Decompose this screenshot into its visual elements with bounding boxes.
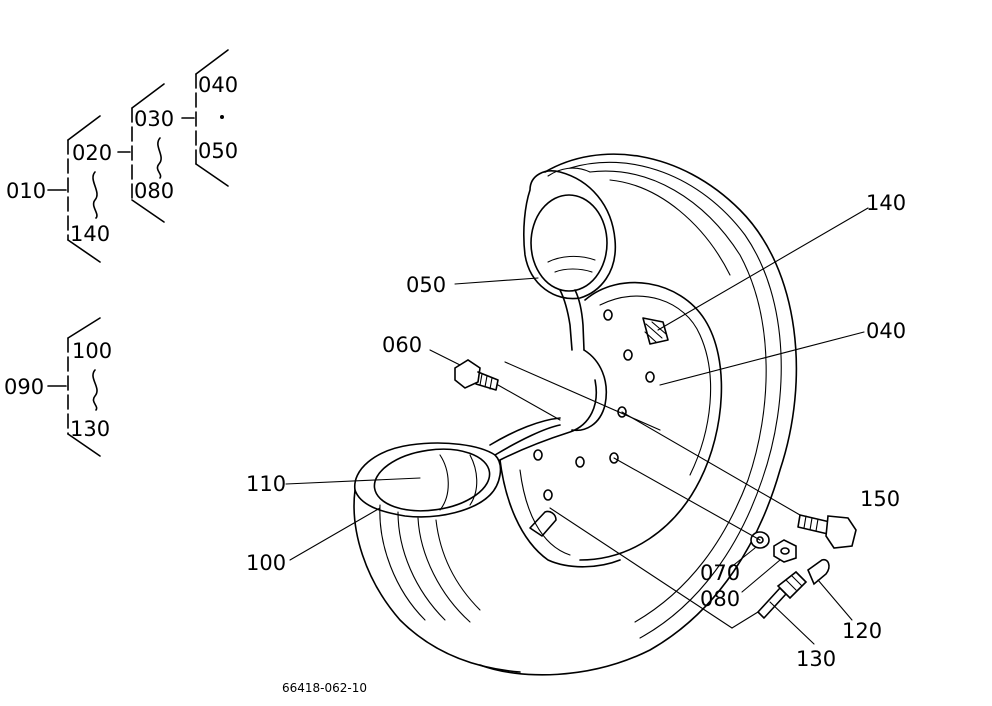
callout-130[interactable]: 130 — [796, 647, 836, 671]
callout-150[interactable]: 150 — [860, 487, 900, 511]
tree-label-130[interactable]: 130 — [70, 417, 110, 441]
drawing-code: 66418-062-10 — [282, 681, 367, 695]
rim-valve-stem — [529, 510, 557, 537]
nut-080 — [773, 539, 797, 563]
rim-front — [489, 379, 621, 568]
bolt-150 — [797, 514, 857, 549]
tree-label-020[interactable]: 020 — [72, 141, 112, 165]
tree-bracket-level2 — [131, 83, 165, 223]
tree-bracket-level1-b — [67, 317, 101, 457]
tree-dot — [220, 115, 224, 119]
callout-labels: 140 050 040 060 110 100 150 070 080 120 … — [246, 191, 906, 671]
callout-070[interactable]: 070 — [700, 561, 740, 585]
tire-back-cross-section — [523, 170, 617, 300]
valve-stem-130 — [757, 570, 808, 619]
tree-label-100[interactable]: 100 — [72, 339, 112, 363]
leader-lines — [285, 207, 869, 645]
tire-front-half — [353, 442, 521, 673]
tree-label-040[interactable]: 040 — [198, 73, 238, 97]
bolt-060 — [454, 359, 499, 391]
tree-bracket-level1 — [67, 115, 101, 263]
callout-060[interactable]: 060 — [382, 333, 422, 357]
tree-label-030[interactable]: 030 — [134, 107, 174, 131]
callout-040[interactable]: 040 — [866, 319, 906, 343]
parts-hierarchy-group-1: 010 020 140 030 080 040 050 — [6, 49, 238, 263]
tire-back-half — [479, 153, 798, 676]
wheel-illustration — [353, 153, 857, 676]
callout-050[interactable]: 050 — [406, 273, 446, 297]
valve-cap-120 — [807, 558, 830, 586]
tree-label-140[interactable]: 140 — [70, 222, 110, 246]
tree-label-090[interactable]: 090 — [4, 375, 44, 399]
callout-140[interactable]: 140 — [866, 191, 906, 215]
callout-080[interactable]: 080 — [700, 587, 740, 611]
tree-label-010[interactable]: 010 — [6, 179, 46, 203]
rim-label-sticker — [642, 317, 669, 345]
tree-bracket-level3 — [195, 49, 229, 187]
callout-110[interactable]: 110 — [246, 472, 286, 496]
parts-hierarchy-group-2: 090 100 130 — [4, 317, 112, 457]
callout-100[interactable]: 100 — [246, 551, 286, 575]
tree-label-080[interactable]: 080 — [134, 179, 174, 203]
callout-120[interactable]: 120 — [842, 619, 882, 643]
tree-label-050[interactable]: 050 — [198, 139, 238, 163]
